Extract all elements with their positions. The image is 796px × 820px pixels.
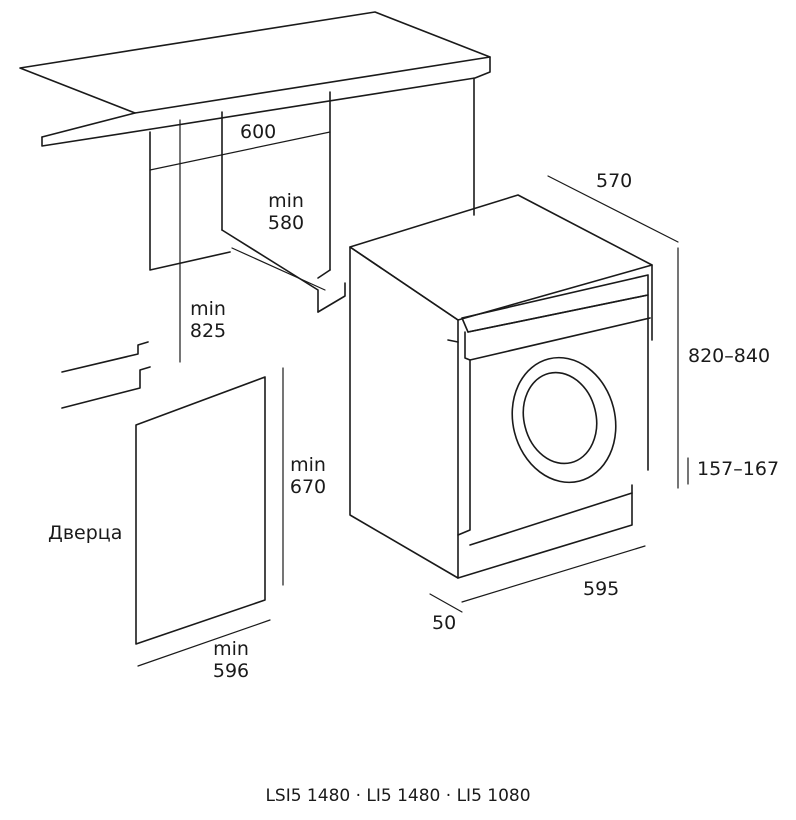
door-width-value: 596 — [212, 660, 250, 682]
niche-depth-label: min 580 — [263, 190, 309, 234]
washing-machine — [349, 194, 653, 579]
niche-depth-prefix: min — [268, 190, 304, 212]
machine-height-label: 820–840 — [688, 345, 771, 367]
machine-depth-label: 570 — [596, 170, 633, 192]
niche-width-label: 600 — [240, 121, 277, 143]
plinth-offset-label: 50 — [432, 612, 457, 634]
cabinet-niche — [61, 77, 475, 409]
door-label: Дверца — [48, 522, 123, 544]
door-width-prefix: min — [213, 638, 249, 660]
niche-height-prefix: min — [190, 298, 226, 320]
niche-depth-value: 580 — [267, 212, 305, 234]
model-caption: LSI5 1480 · LI5 1480 · LI5 1080 — [265, 786, 531, 806]
countertop — [19, 11, 491, 147]
door-height-label: min 670 — [285, 454, 331, 498]
door-height-value: 670 — [289, 476, 327, 498]
dimension-lines — [429, 175, 689, 613]
niche-height-label: min 825 — [185, 298, 231, 342]
door-width-label: min 596 — [208, 638, 254, 682]
door-panel — [135, 367, 284, 667]
niche-height-value: 825 — [189, 320, 227, 342]
machine-width-label: 595 — [583, 578, 620, 600]
door-height-prefix: min — [290, 454, 326, 476]
door-mount-height-label: 157–167 — [697, 458, 780, 480]
